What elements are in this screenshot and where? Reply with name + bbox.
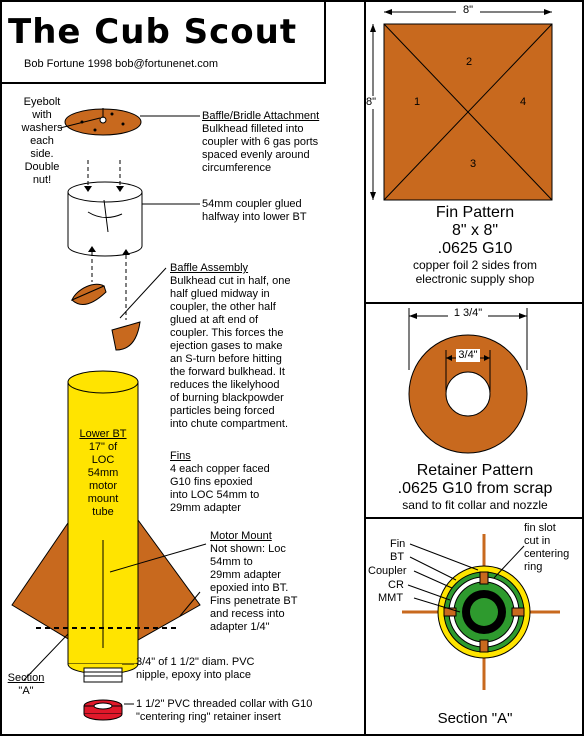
coupler-cylinder (67, 181, 143, 257)
section-a-cross-section (402, 534, 560, 690)
retainer-ring (408, 334, 528, 454)
baffle-assembly-note: Baffle Assembly Bulkhead cut in half, on… (170, 262, 291, 430)
fin-pattern-material: .0625 G10 (437, 240, 513, 257)
section-label-coupler: Coupler (368, 565, 407, 577)
motor-mount-note: Motor Mount Not shown: Loc 54mm to 29mm … (210, 530, 298, 633)
pvc-collar (83, 699, 123, 721)
fin-number-3: 3 (470, 158, 477, 170)
fin-number-1: 1 (414, 96, 421, 108)
byline: Bob Fortune 1998 bob@fortunenet.com (24, 58, 219, 70)
baffle-bridle-note: Baffle/Bridle Attachment Bulkhead fillet… (202, 110, 320, 174)
right-panel-frame (364, 0, 584, 736)
right-divider-2 (364, 517, 584, 519)
pvc-nipple (83, 667, 123, 683)
section-label-cr: CR (388, 579, 404, 591)
retainer-caption: Retainer Pattern .0625 G10 from scrap sa… (366, 462, 584, 512)
retainer-outer-label: 1 3/4" (448, 307, 488, 320)
fin-width-label: 8" (456, 4, 480, 17)
body-tube (67, 370, 139, 675)
fin-number-4: 4 (520, 96, 527, 108)
collar-note: 1 1/2" PVC threaded collar with G10 "cen… (136, 698, 313, 723)
retainer-material: .0625 G10 from scrap (397, 480, 553, 497)
fin-left (11, 518, 71, 641)
section-a-reference: Section "A" (7, 672, 45, 697)
fin-pattern-size: 8" x 8" (451, 222, 499, 239)
fin-slot-note: fin slot cut in centering ring (524, 522, 570, 573)
page-title: The Cub Scout (8, 12, 298, 52)
nipple-note: 3/4" of 1 1/2" diam. PVC nipple, epoxy i… (136, 656, 255, 681)
right-divider-1 (364, 302, 584, 304)
fin-right (137, 518, 201, 641)
fin-pattern-title: Fin Pattern (435, 204, 515, 221)
fin-number-2: 2 (466, 56, 473, 68)
fins-note: Fins 4 each copper faced G10 fins epoxie… (170, 450, 270, 514)
coupler-note: 54mm coupler glued halfway into lower BT (202, 198, 307, 223)
baffle-half-lower (111, 321, 141, 351)
fin-pattern-caption: Fin Pattern 8" x 8" .0625 G10 copper foi… (366, 204, 584, 286)
fin-pattern-square (383, 23, 553, 201)
retainer-title: Retainer Pattern (416, 462, 534, 479)
lower-bt-note: Lower BT 17" of LOC 54mm motor mount tub… (79, 428, 127, 518)
retainer-inner-label: 3/4" (456, 349, 480, 362)
section-label-bt: BT (390, 551, 405, 563)
section-label-fin: Fin (390, 538, 406, 550)
section-a-title: Section "A" (437, 710, 513, 727)
fin-height-label: 8" (366, 96, 377, 109)
title-box-frame (0, 0, 326, 84)
section-label-mmt: MMT (378, 592, 404, 604)
